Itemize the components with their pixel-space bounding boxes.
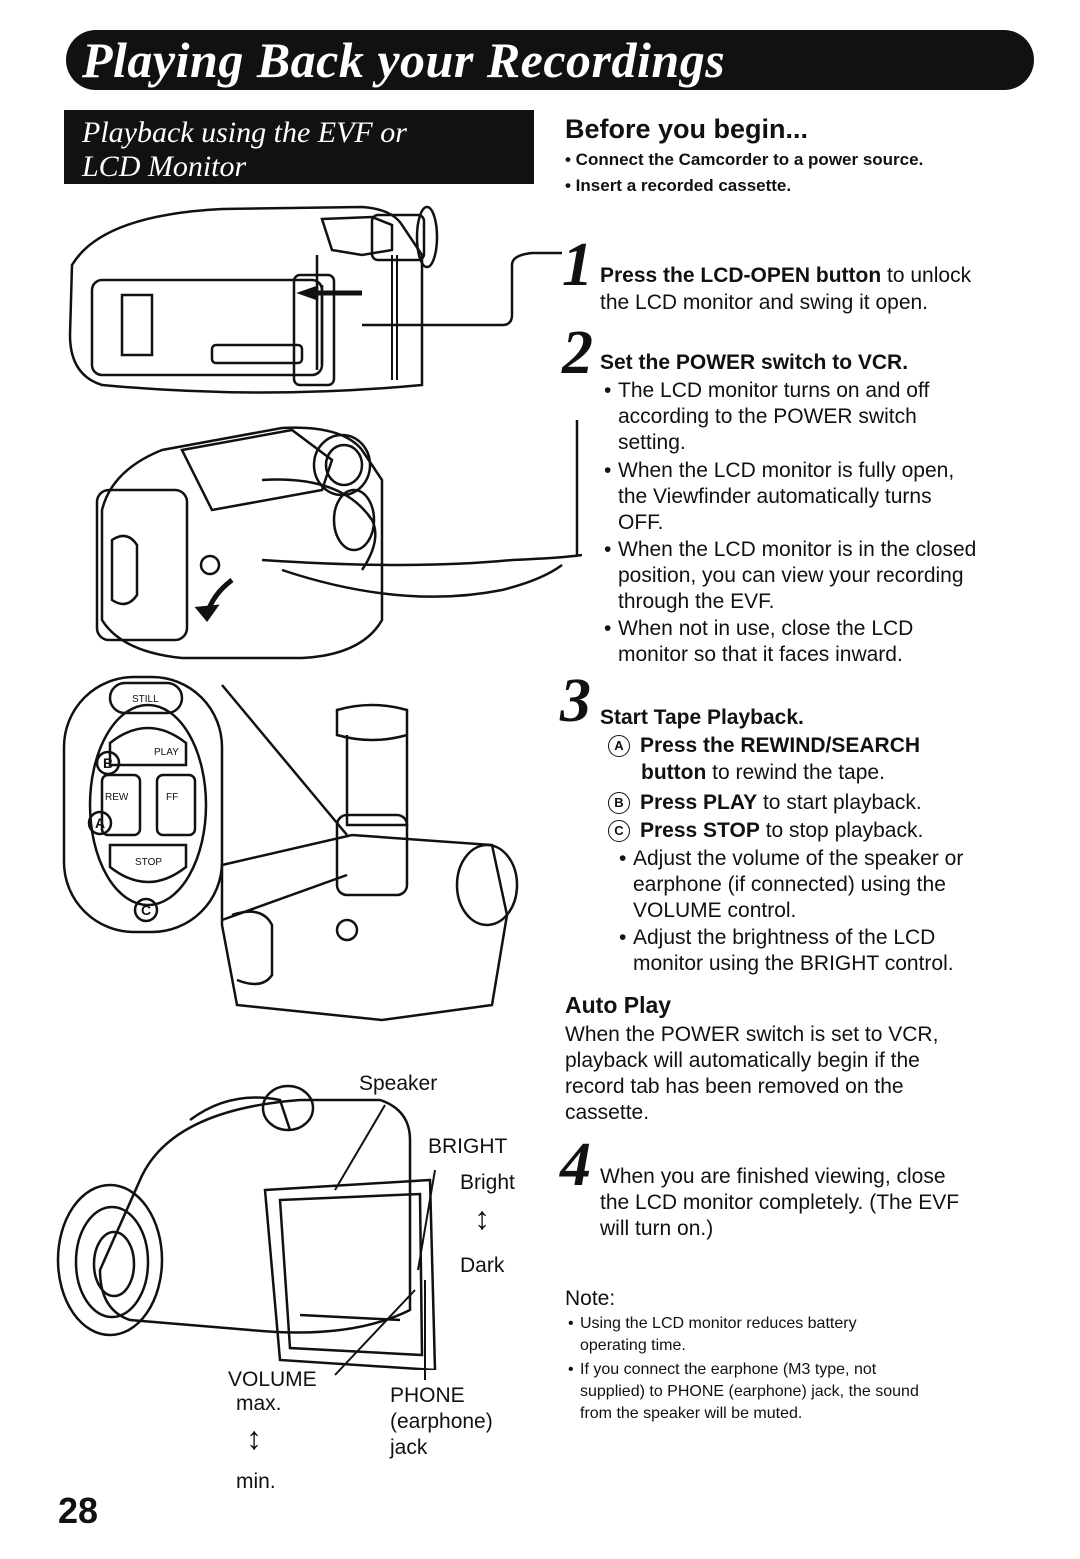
step1-bold: Press the LCD-OPEN button: [600, 264, 882, 287]
step2-bullet-1: The LCD monitor turns on and off accordi…: [604, 378, 930, 456]
still-label: STILL: [132, 694, 159, 705]
step2-bullet-3-line3: through the EVF.: [618, 590, 775, 613]
step2-bullet-4: When not in use, close the LCD monitor s…: [604, 616, 914, 668]
bright-arrow-icon: ↕: [474, 1200, 490, 1236]
step3-title: Start Tape Playback.: [600, 706, 804, 729]
before-heading: Before you begin...: [565, 114, 809, 144]
section-title-line2: LCD Monitor: [82, 150, 247, 183]
volume-arrow-icon: ↕: [246, 1420, 262, 1456]
auto-play-line3: record tab has been removed on the: [565, 1075, 904, 1098]
step3-bullet-1-line3: VOLUME control.: [633, 899, 797, 922]
step4-text: When you are finished viewing, close the…: [600, 1164, 959, 1242]
step2-bullet-2-line2: the Viewfinder automatically turns: [618, 485, 932, 508]
step3-bullet-1: Adjust the volume of the speaker or earp…: [619, 846, 964, 924]
mark-a-icon: A: [608, 735, 630, 757]
rew-label: REW: [105, 792, 129, 803]
step2-bullet-3: When the LCD monitor is in the closed po…: [604, 537, 977, 615]
bright-label: BRIGHT: [428, 1135, 508, 1158]
note-item-1: Using the LCD monitor reduces battery op…: [568, 1313, 857, 1357]
volume-min-label: min.: [236, 1470, 276, 1493]
mark-b-icon: B: [608, 792, 630, 814]
page-title: Playing Back your Recordings: [66, 30, 1034, 90]
phone-label: PHONE: [390, 1384, 465, 1407]
step1-line2: the LCD monitor and swing it open.: [600, 291, 929, 314]
note-item-2-line2: supplied) to PHONE (earphone) jack, the …: [580, 1383, 919, 1400]
step3-bullet-2-line2: monitor using the BRIGHT control.: [633, 952, 954, 975]
volume-label: VOLUME: [228, 1368, 317, 1391]
step1-line1: Press the LCD-OPEN button to unlock: [600, 263, 971, 289]
camcorder-power-switch-illustration: [95, 420, 582, 660]
step3-c-text: to stop playback.: [759, 819, 924, 842]
step3-bullet-1-line1: Adjust the volume of the speaker or: [633, 847, 964, 870]
section-title: Playback using the EVF or LCD Monitor: [64, 110, 534, 184]
step2-bullet-4-line1: When not in use, close the LCD: [618, 617, 914, 640]
step2-bullet-3-line1: When the LCD monitor is in the closed: [618, 538, 977, 561]
step3-bullet-1-line2: earphone (if connected) using the: [633, 873, 946, 896]
step3-bullet-2: Adjust the brightness of the LCD monitor…: [619, 925, 954, 977]
note-item-1-line1: Using the LCD monitor reduces battery: [580, 1315, 857, 1332]
bright-down-label: Dark: [460, 1254, 505, 1277]
step3-number: 3: [560, 667, 591, 735]
page-number: 28: [58, 1490, 99, 1531]
step2-number: 2: [562, 319, 593, 387]
stop-label: STOP: [135, 857, 162, 868]
step3-bullet-2-line1: Adjust the brightness of the LCD: [633, 926, 936, 949]
note-item-2: If you connect the earphone (M3 type, no…: [568, 1359, 919, 1425]
speaker-label: Speaker: [359, 1072, 438, 1095]
step4-line3: will turn on.): [600, 1217, 714, 1240]
step3-a-text2: to rewind the tape.: [706, 761, 885, 784]
step3-c: C Press STOP to stop playback.: [608, 818, 923, 844]
mark-a-label: A: [95, 815, 105, 831]
mark-c-label: C: [141, 902, 151, 918]
playback-buttons-illustration: STILL PLAY REW FF STOP B A C: [62, 675, 519, 1022]
step3-a: A Press the REWIND/SEARCH: [608, 733, 920, 759]
step4-line1: When you are finished viewing, close: [600, 1165, 946, 1188]
ff-label: FF: [166, 792, 178, 803]
step2-bullet-1-line3: setting.: [618, 431, 686, 454]
step4-number: 4: [560, 1131, 591, 1199]
auto-play-line1: When the POWER switch is set to VCR,: [565, 1023, 939, 1046]
note-item-2-line1: If you connect the earphone (M3 type, no…: [580, 1361, 877, 1378]
step2-bullet-2-line3: OFF.: [618, 511, 664, 534]
step3-a-line2: button to rewind the tape.: [641, 760, 885, 786]
callout-lines: [334, 1104, 436, 1380]
bright-up-label: Bright: [460, 1171, 515, 1194]
note-item-2-line3: from the speaker will be muted.: [580, 1405, 803, 1422]
step2-bullet-3-line2: position, you can view your recording: [618, 564, 964, 587]
auto-play-heading: Auto Play: [565, 992, 672, 1018]
auto-play-line4: cassette.: [565, 1101, 650, 1124]
step2-bullet-1-line1: The LCD monitor turns on and off: [618, 379, 930, 402]
play-label: PLAY: [154, 747, 179, 758]
note-heading: Note:: [565, 1287, 616, 1310]
step1-number: 1: [562, 231, 593, 299]
camcorder-open-lcd-illustration: [56, 1084, 437, 1370]
auto-play-line2: playback will automatically begin if the: [565, 1049, 920, 1072]
mark-c-icon: C: [608, 820, 630, 842]
phone-earphone-label: (earphone): [390, 1410, 493, 1433]
step3-b-text: to start playback.: [757, 791, 922, 814]
before-item-1: • Connect the Camcorder to a power sourc…: [565, 150, 924, 169]
step2-bullet-4-line2: monitor so that it faces inward.: [618, 643, 903, 666]
step4-line2: the LCD monitor completely. (The EVF: [600, 1191, 960, 1214]
step2-bullet-1-line2: according to the POWER switch: [618, 405, 917, 428]
section-title-line1: Playback using the EVF or: [82, 116, 407, 149]
phone-jack-label: jack: [390, 1436, 428, 1459]
step2-title: Set the POWER switch to VCR.: [600, 351, 909, 374]
volume-max-label: max.: [236, 1392, 282, 1415]
before-item-2: • Insert a recorded cassette.: [565, 176, 792, 195]
note-item-1-line2: operating time.: [580, 1337, 686, 1354]
step3-a-bold2: button: [641, 761, 707, 784]
step3-c-bold: Press STOP: [640, 819, 760, 842]
step2-bullet-2: When the LCD monitor is fully open, the …: [604, 458, 955, 536]
camcorder-lcd-open-illustration: [68, 205, 562, 394]
step3-a-bold: Press the REWIND/SEARCH: [640, 734, 921, 757]
auto-play-text: When the POWER switch is set to VCR, pla…: [565, 1022, 938, 1126]
step3-b-bold: Press PLAY: [640, 791, 758, 814]
mark-b-label: B: [103, 755, 113, 771]
step3-b: B Press PLAY to start playback.: [608, 790, 922, 816]
step1-text: to unlock: [881, 264, 972, 287]
step2-bullet-2-line1: When the LCD monitor is fully open,: [618, 459, 955, 482]
